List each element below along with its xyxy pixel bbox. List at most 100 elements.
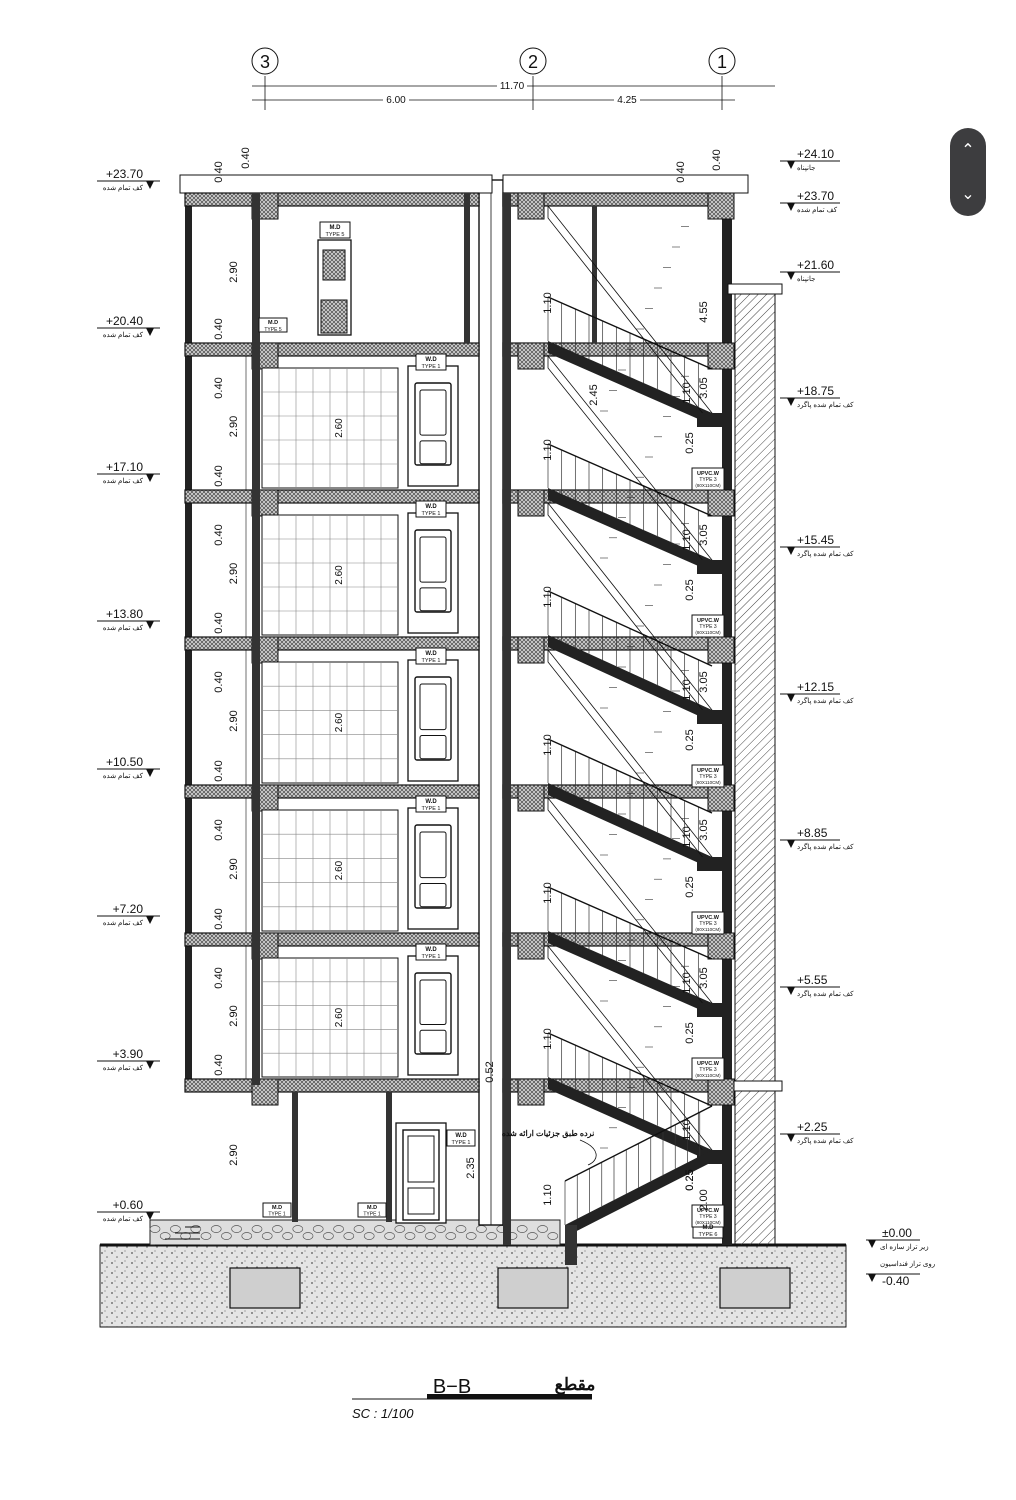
window-tag-type: TYPE 3	[699, 1067, 716, 1073]
level-value: +20.40	[106, 314, 143, 328]
beam	[517, 784, 545, 812]
handrail	[547, 886, 713, 960]
dim-slab: 0.40	[213, 967, 225, 988]
metal-door-tag-text: M.D	[703, 1225, 715, 1231]
dim-landing: 0.25	[684, 729, 696, 750]
section-word: مقطع	[555, 1375, 596, 1395]
level-note: کف تمام شده	[103, 624, 144, 632]
window-tag-text: UPVC.W	[697, 471, 720, 477]
door-panel	[407, 1135, 435, 1183]
level-arrow	[787, 203, 795, 211]
level-arrow	[146, 621, 154, 629]
level-note: کف تمام شده	[103, 331, 144, 339]
level-value: +18.75	[797, 384, 834, 398]
beam	[517, 1078, 545, 1106]
dim-rail: 1.10	[542, 292, 554, 313]
beam	[517, 342, 545, 370]
beam	[707, 1078, 735, 1106]
window-tag	[691, 1057, 725, 1081]
level-value: -0.40	[882, 1274, 910, 1288]
door-tag-type: TYPE 1	[422, 511, 441, 517]
facade-hatch	[734, 289, 776, 1246]
stair-slab	[548, 635, 712, 722]
window-tag-type: TYPE 3	[699, 477, 716, 483]
dim-rail: 1.10	[542, 1028, 554, 1049]
dim-floor-height: 2.90	[228, 858, 240, 879]
dim-slab: 0.40	[213, 908, 225, 929]
title-block: B−B مقطع SC : 1/100	[352, 1375, 595, 1421]
note-leader	[579, 1139, 597, 1166]
level-note: کف تمام شده	[103, 477, 144, 485]
level-value: +24.10	[797, 147, 834, 161]
stone	[333, 1225, 344, 1233]
stone	[547, 1232, 559, 1240]
level-marker: +13.80 کف تمام شده	[97, 607, 160, 632]
window-tag-text: UPVC.W	[697, 1061, 720, 1067]
stone	[445, 1232, 457, 1240]
handrail	[547, 1032, 713, 1107]
door-tag	[415, 500, 447, 518]
level-arrow	[146, 181, 154, 189]
stone	[404, 1232, 416, 1240]
wall-panel	[261, 809, 399, 932]
dim-rail: 1.10	[542, 1184, 554, 1205]
stair-flight	[564, 1105, 713, 1237]
level-value: +13.80	[106, 607, 143, 621]
handrail	[547, 738, 713, 814]
dim-slab: 0.40	[213, 760, 225, 781]
level-arrow	[787, 694, 795, 702]
dim-wall-panel: 2.60	[334, 1007, 345, 1027]
door-panel	[419, 683, 447, 731]
beam	[707, 192, 735, 220]
stair-slab	[548, 1077, 712, 1162]
level-note: زیر تراز سازه ای	[880, 1243, 929, 1251]
dim-stair-rise: 3.05	[698, 524, 710, 545]
level-note: جانپناه	[797, 164, 815, 172]
door-leaf	[414, 676, 452, 761]
dim-wall-panel: 2.60	[334, 712, 345, 732]
door-tag-text: W.D	[425, 799, 437, 805]
dim-slab: 0.40	[711, 149, 723, 170]
level-note: کف تمام شده پاگرد	[797, 842, 854, 851]
dim-rail: 1.10	[542, 439, 554, 460]
dim-landing: 0.25	[684, 1169, 696, 1190]
dim-slab: 0.40	[213, 671, 225, 692]
dim-stair-rise: 3.05	[698, 377, 710, 398]
dim-rail: 1.10	[542, 586, 554, 607]
level-note: کف تمام شده	[103, 772, 144, 780]
stone	[302, 1232, 314, 1240]
penthouse-stair-wall	[592, 206, 597, 343]
metal-door-tag-type: TYPE 6	[699, 1232, 718, 1238]
level-marker: ±0.00 زیر تراز سازه ای	[866, 1226, 929, 1251]
span-dimension-3-2: 6.00	[386, 95, 406, 106]
scroll-up-icon[interactable]: ⌃	[961, 140, 975, 159]
ground-column	[386, 1092, 392, 1222]
dim-slab: 0.40	[213, 318, 225, 339]
stone	[435, 1225, 446, 1233]
level-arrow	[787, 840, 795, 848]
level-value: ±0.00	[882, 1226, 912, 1240]
window-tag-type: TYPE 3	[699, 1214, 716, 1220]
door-tag-type: TYPE 1	[452, 1140, 471, 1146]
level-marker: +20.40 کف تمام شده	[97, 314, 160, 339]
rail-detail-note: نرده طبق جزئیات ارائه شده	[502, 1129, 595, 1139]
level-value: +3.90	[113, 1047, 144, 1061]
beam	[517, 932, 545, 960]
stone	[241, 1232, 253, 1240]
level-arrow	[146, 916, 154, 924]
scroll-down-icon[interactable]: ⌄	[961, 184, 975, 203]
wall-right-stair	[722, 193, 732, 1245]
dim-wall-panel: 2.60	[334, 565, 345, 585]
level-note: کف تمام شده	[103, 184, 144, 192]
metal-door-tag-text: M.D	[367, 1205, 377, 1211]
dim-landing: 0.25	[684, 432, 696, 453]
stone	[465, 1232, 477, 1240]
window-tag-size: (80X110CM)	[695, 483, 721, 488]
dim-landing: 0.25	[684, 1022, 696, 1043]
door-tag-type: TYPE 1	[422, 806, 441, 812]
